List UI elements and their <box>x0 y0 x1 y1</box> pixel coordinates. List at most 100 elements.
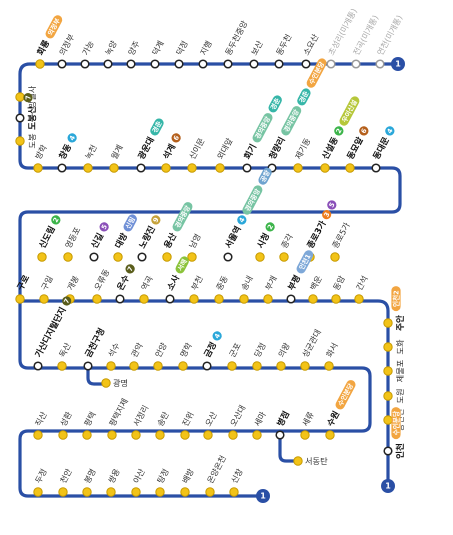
station-도봉산[interactable]: 도봉산 <box>15 106 38 130</box>
station-당정[interactable]: 당정 <box>252 341 268 371</box>
station-도화[interactable]: 도화 <box>383 339 405 355</box>
transfer-badge: 수인분당 <box>391 407 401 440</box>
station-label: 용산 <box>161 231 179 251</box>
planned-station-marker <box>326 59 336 69</box>
station-봉명[interactable]: 봉명 <box>82 467 98 497</box>
station-제물포[interactable]: 제물포 <box>383 359 405 382</box>
station-label: 대방 <box>112 231 130 251</box>
station-label: 중동 <box>214 274 230 292</box>
station-의왕[interactable]: 의왕 <box>276 341 292 371</box>
station-동두천중앙[interactable]: 동두천중앙 <box>223 19 250 69</box>
badge-label: 4 <box>213 332 222 340</box>
station-label: 보산 <box>249 39 265 57</box>
station-직산[interactable]: 직산 <box>33 410 49 440</box>
station-석수[interactable]: 석수 <box>106 341 122 371</box>
station-청량리[interactable]: 청량리 <box>266 135 288 173</box>
station-영등포[interactable]: 영등포 <box>63 225 83 262</box>
station-신도림[interactable]: 신도림 <box>36 224 58 262</box>
station-천안[interactable]: 천안 <box>58 467 74 497</box>
station-용산[interactable]: 용산 <box>161 231 179 262</box>
station-송탄[interactable]: 송탄 <box>155 410 171 440</box>
station-세마[interactable]: 세마 <box>252 410 268 440</box>
station-전곡(미개통)[interactable]: 전곡(미개통) <box>351 13 381 69</box>
station-송내[interactable]: 송내 <box>239 274 255 304</box>
station-서정리[interactable]: 서정리 <box>131 403 150 440</box>
station-도봉[interactable]: 도봉 <box>15 133 37 149</box>
station-동암[interactable]: 동암 <box>331 274 347 304</box>
station-온양온천[interactable]: 온양온천 <box>205 454 228 497</box>
station-진위[interactable]: 진위 <box>180 410 196 440</box>
station-marker <box>242 163 252 173</box>
station-주안[interactable]: 주안 <box>383 315 406 331</box>
station-소사[interactable]: 소사 <box>164 273 182 304</box>
station-병점[interactable]: 병점 <box>274 409 292 440</box>
station-오류동[interactable]: 오류동 <box>92 267 112 304</box>
station-label: 온양온천 <box>205 454 228 485</box>
station-금정[interactable]: 금정 <box>201 340 219 371</box>
station-동대문[interactable]: 동대문 <box>370 135 392 173</box>
station-명학[interactable]: 명학 <box>178 341 194 371</box>
station-역곡[interactable]: 역곡 <box>139 274 155 304</box>
station-가산디지털단지[interactable]: 가산디지털단지 <box>32 305 69 371</box>
transfer-station-marker <box>83 163 93 173</box>
station-신창[interactable]: 신창 <box>229 467 245 497</box>
station-부평[interactable]: 부평 <box>285 273 303 304</box>
station-간석[interactable]: 간석 <box>354 274 370 304</box>
station-노량진[interactable]: 노량진 <box>136 224 158 262</box>
station-두정[interactable]: 두정 <box>33 467 49 497</box>
station-금천구청[interactable]: 금천구청 <box>82 326 108 371</box>
seodongtan-branch-line <box>278 429 298 463</box>
station-아산[interactable]: 아산 <box>131 467 147 497</box>
station-남영[interactable]: 남영 <box>187 232 203 262</box>
station-온수[interactable]: 온수 <box>115 273 132 304</box>
station-배방[interactable]: 배방 <box>180 467 196 497</box>
station-세류[interactable]: 세류 <box>300 410 316 440</box>
station-label: 도봉산 <box>26 106 38 130</box>
badge-shape <box>150 118 164 136</box>
station-오산[interactable]: 오산 <box>203 410 219 440</box>
station-부개[interactable]: 부개 <box>263 274 279 304</box>
station-marker <box>57 59 67 69</box>
station-화서[interactable]: 화서 <box>324 341 340 371</box>
station-신길[interactable]: 신길 <box>88 231 106 262</box>
station-label: 가능 <box>80 39 96 57</box>
station-인천[interactable]: 인천 <box>383 443 406 459</box>
station-덕정[interactable]: 덕정 <box>174 39 190 69</box>
station-평택지제[interactable]: 평택지제 <box>107 397 130 440</box>
station-marker <box>202 361 212 371</box>
transfer-badge: 수인분당 <box>335 380 356 410</box>
station-도원[interactable]: 도원 <box>383 388 405 404</box>
transfer-badge: 2 <box>265 222 275 232</box>
station-오산대[interactable]: 오산대 <box>228 403 247 440</box>
station-서동탄[interactable]: 서동탄 <box>293 456 328 466</box>
transfer-station-marker <box>106 487 116 497</box>
station-쌍용[interactable]: 쌍용 <box>106 467 122 497</box>
station-관악[interactable]: 관악 <box>129 341 145 371</box>
station-서울역[interactable]: 서울역 <box>222 224 244 262</box>
transfer-badge: 경춘 <box>150 118 164 136</box>
station-광명[interactable]: 광명 <box>101 378 128 388</box>
station-평택[interactable]: 평택 <box>82 410 98 440</box>
station-label: 금정 <box>201 340 219 360</box>
station-수원[interactable]: 수원 <box>324 409 342 440</box>
station-label: 신길 <box>88 231 106 251</box>
station-백운[interactable]: 백운 <box>308 274 324 304</box>
station-성환[interactable]: 성환 <box>58 410 74 440</box>
station-시청[interactable]: 시청 <box>254 231 272 262</box>
station-종각[interactable]: 종각 <box>279 232 295 262</box>
station-종로5가[interactable]: 종로5가 <box>330 220 352 262</box>
station-안양[interactable]: 안양 <box>153 341 169 371</box>
station-탕정[interactable]: 탕정 <box>155 467 171 497</box>
station-군포[interactable]: 군포 <box>227 341 243 371</box>
station-초성리(미개통)[interactable]: 초성리(미개통) <box>326 7 359 69</box>
station-구일[interactable]: 구일 <box>39 274 55 304</box>
transfer-station-marker <box>37 252 47 262</box>
station-광운대[interactable]: 광운대 <box>135 135 157 173</box>
station-독산[interactable]: 독산 <box>57 341 73 371</box>
station-구로[interactable]: 구로 <box>15 273 32 304</box>
station-성균관대[interactable]: 성균관대 <box>300 328 323 371</box>
station-부천[interactable]: 부천 <box>189 274 205 304</box>
station-대방[interactable]: 대방 <box>112 231 130 262</box>
station-중동[interactable]: 중동 <box>214 274 230 304</box>
